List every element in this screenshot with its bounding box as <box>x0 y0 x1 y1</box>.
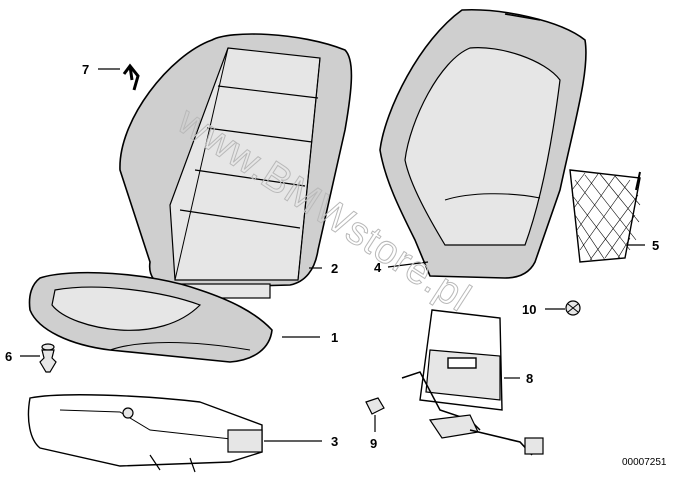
callout-2: 2 <box>331 261 338 276</box>
callout-8: 8 <box>526 371 533 386</box>
backrest-rear-panel <box>379 8 587 279</box>
lumbar-adjustment-unit <box>401 309 544 456</box>
callout-1: 1 <box>331 330 338 345</box>
seat-pan <box>27 394 263 473</box>
expanding-rivet <box>39 343 57 373</box>
callout-7: 7 <box>82 62 89 77</box>
map-pocket-net <box>569 169 641 263</box>
callout-6: 6 <box>5 349 12 364</box>
seat-cushion <box>28 271 273 363</box>
reference-code: 00007251 <box>622 457 667 468</box>
grommet-plug <box>565 300 581 316</box>
retaining-clip <box>365 397 385 415</box>
leader-lines <box>20 68 645 442</box>
callout-9: 9 <box>370 436 377 451</box>
wire-clip <box>122 63 140 91</box>
callout-5: 5 <box>652 238 659 253</box>
callout-10: 10 <box>522 302 536 317</box>
callout-4: 4 <box>374 260 382 275</box>
callout-3: 3 <box>331 434 338 449</box>
